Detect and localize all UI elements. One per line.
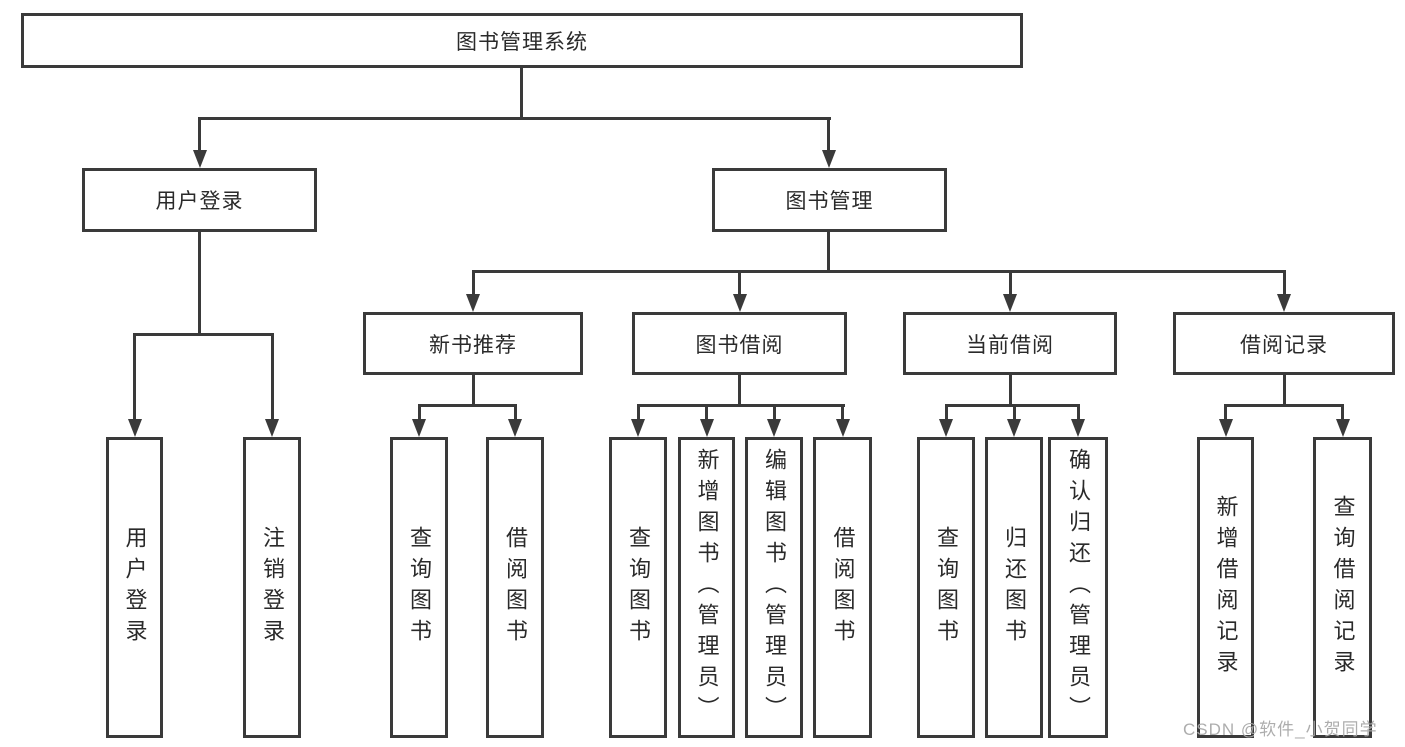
node-user-login: 用户登录 xyxy=(82,168,317,232)
connector-current-borrow-bus xyxy=(944,404,1080,407)
node-borrow-records-label: 借阅记录 xyxy=(1240,333,1328,357)
connector-to-book-management xyxy=(827,119,830,151)
connector-user-login-stem xyxy=(198,232,201,335)
arrowhead-borrow-records xyxy=(1277,294,1291,312)
node-leaf-query-borrow-record: 查询借阅记录 xyxy=(1313,437,1372,738)
node-book-management: 图书管理 xyxy=(712,168,947,232)
node-leaf-add-book: 新增图书（管理员） xyxy=(678,437,735,738)
arrowhead-leaf-user-login xyxy=(127,419,142,437)
node-leaf-add-borrow-record: 新增借阅记录 xyxy=(1197,437,1254,738)
connector-to-leaf-query-book-2 xyxy=(636,406,640,419)
arrowhead-book-borrow xyxy=(732,294,747,312)
connector-to-leaf-return-book xyxy=(1012,406,1016,419)
connector-book-borrow-bus xyxy=(636,404,845,407)
connector-to-borrow-records xyxy=(1282,272,1286,294)
node-leaf-logout: 注销登录 xyxy=(243,437,301,738)
node-leaf-edit-book: 编辑图书（管理员） xyxy=(745,437,803,738)
node-leaf-add-book-label: 新增图书（管理员） xyxy=(694,448,720,727)
connector-to-new-book-recommend xyxy=(471,272,475,294)
arrowhead-leaf-confirm-return xyxy=(1071,419,1085,437)
connector-to-user-login xyxy=(198,119,201,151)
connector-to-book-borrow xyxy=(738,272,741,294)
node-book-borrow: 图书借阅 xyxy=(632,312,847,375)
connector-to-leaf-borrow-book-1 xyxy=(513,406,517,419)
node-root: 图书管理系统 xyxy=(21,13,1023,68)
arrowhead-new-book-recommend xyxy=(466,294,480,312)
arrowhead-leaf-borrow-book-1 xyxy=(508,419,522,437)
connector-current-borrow-stem xyxy=(1008,375,1012,406)
arrowhead-leaf-return-book xyxy=(1007,419,1021,437)
arrowhead-leaf-edit-book xyxy=(767,419,781,437)
node-user-login-label: 用户登录 xyxy=(155,190,244,213)
csdn-watermark: CSDN @软件_小贺同学 xyxy=(1183,720,1378,739)
node-root-label: 图书管理系统 xyxy=(456,30,588,54)
node-leaf-user-login: 用户登录 xyxy=(106,437,163,738)
arrowhead-book-management xyxy=(821,150,836,168)
node-leaf-logout-label: 注销登录 xyxy=(260,525,285,650)
connector-to-current-borrow xyxy=(1008,272,1012,294)
arrowhead-leaf-borrow-book-2 xyxy=(835,419,850,437)
node-leaf-borrow-book-1-label: 借阅图书 xyxy=(503,525,528,650)
node-book-management-label: 图书管理 xyxy=(785,190,874,213)
node-current-borrow-label: 当前借阅 xyxy=(966,333,1054,357)
connector-to-leaf-query-book-3 xyxy=(944,406,948,419)
connector-root-stem xyxy=(520,66,523,119)
arrowhead-leaf-add-borrow-record xyxy=(1218,419,1233,437)
node-leaf-add-borrow-record-label: 新增借阅记录 xyxy=(1213,494,1239,681)
node-leaf-query-book-3-label: 查询图书 xyxy=(934,525,959,650)
connector-user-login-bus xyxy=(133,333,274,336)
node-leaf-query-book-2: 查询图书 xyxy=(609,437,667,738)
arrowhead-current-borrow xyxy=(1003,294,1017,312)
connector-level3-bus xyxy=(471,270,1286,273)
node-leaf-return-book: 归还图书 xyxy=(985,437,1043,738)
arrowhead-leaf-add-book xyxy=(699,419,714,437)
connector-level2-bus xyxy=(198,117,831,120)
connector-to-leaf-confirm-return xyxy=(1076,406,1080,419)
node-leaf-return-book-label: 归还图书 xyxy=(1002,525,1027,650)
connector-new-book-recommend-bus xyxy=(417,404,517,407)
connector-borrow-records-bus xyxy=(1224,404,1344,407)
node-borrow-records: 借阅记录 xyxy=(1173,312,1395,375)
node-current-borrow: 当前借阅 xyxy=(903,312,1117,375)
node-book-borrow-label: 图书借阅 xyxy=(695,333,784,357)
node-new-book-recommend: 新书推荐 xyxy=(363,312,583,375)
arrowhead-leaf-query-book-1 xyxy=(412,419,426,437)
node-leaf-query-borrow-record-label: 查询借阅记录 xyxy=(1330,494,1356,681)
connector-borrow-records-stem xyxy=(1282,375,1286,406)
connector-book-borrow-stem xyxy=(738,375,741,406)
arrowhead-leaf-query-book-2 xyxy=(631,419,645,437)
node-leaf-query-book-2-label: 查询图书 xyxy=(626,525,651,650)
node-leaf-confirm-return-label: 确认归还（管理员） xyxy=(1066,448,1091,727)
connector-to-leaf-logout xyxy=(270,335,274,419)
arrowhead-leaf-query-book-3 xyxy=(939,419,953,437)
node-leaf-borrow-book-1: 借阅图书 xyxy=(486,437,544,738)
connector-to-leaf-edit-book xyxy=(772,406,776,419)
node-leaf-borrow-book-2-label: 借阅图书 xyxy=(830,525,856,650)
connector-to-leaf-user-login xyxy=(133,335,136,419)
connector-to-leaf-borrow-book-2 xyxy=(841,406,844,419)
node-leaf-query-book-1: 查询图书 xyxy=(390,437,448,738)
arrowhead-leaf-logout xyxy=(265,419,279,437)
connector-book-management-stem xyxy=(827,232,830,272)
node-leaf-edit-book-label: 编辑图书（管理员） xyxy=(762,448,787,727)
connector-to-leaf-add-borrow-record xyxy=(1224,406,1227,419)
connector-to-leaf-query-book-1 xyxy=(417,406,421,419)
node-new-book-recommend-label: 新书推荐 xyxy=(429,333,517,357)
connector-new-book-recommend-stem xyxy=(471,375,475,406)
arrowhead-leaf-query-borrow-record xyxy=(1335,419,1350,437)
node-leaf-query-book-3: 查询图书 xyxy=(917,437,975,738)
connector-to-leaf-query-borrow-record xyxy=(1341,406,1344,419)
node-leaf-query-book-1-label: 查询图书 xyxy=(407,525,432,650)
arrowhead-user-login xyxy=(192,150,207,168)
node-leaf-user-login-label: 用户登录 xyxy=(122,525,148,650)
node-leaf-borrow-book-2: 借阅图书 xyxy=(813,437,872,738)
node-leaf-confirm-return: 确认归还（管理员） xyxy=(1048,437,1108,738)
connector-to-leaf-add-book xyxy=(705,406,708,419)
